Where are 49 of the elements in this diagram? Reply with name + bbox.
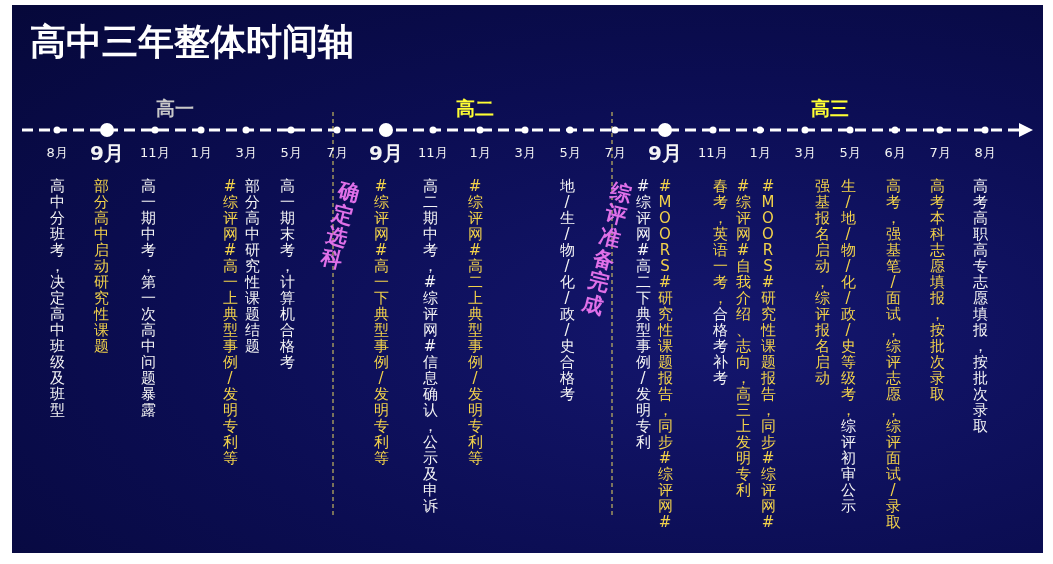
event-text: 地/生/物/化/政/史合格考 [559, 178, 575, 402]
event-text: 部分高中启动研究性课题 [93, 178, 109, 354]
event-text: 高一期末考，计算机合格考 [279, 178, 295, 370]
event-text: 强基报名启动，综评报名启动 [814, 178, 830, 386]
month-label: 8月 [974, 144, 996, 162]
month-label: 3月 [794, 144, 816, 162]
month-label: 5月 [559, 144, 581, 162]
event-text: 高考本科志愿填报，按批次录取 [929, 178, 945, 402]
milestone-text: 确定选科 [318, 178, 362, 274]
event-text: 部分高中研究性课题结题 [244, 178, 260, 354]
event-text: 综评初审公示 [840, 418, 856, 514]
event-text: 高考，强基笔/面试，综评志愿，综评面试/录取 [885, 178, 901, 530]
month-label: 8月 [46, 144, 68, 162]
event-text: 高一期中考，第一次高中问题暴露 [140, 178, 156, 418]
grade-label: 高一 [156, 96, 194, 121]
event-text: 高二期中考，#综评网#信息确认，公示及申诉 [422, 178, 438, 514]
month-label: 11月 [140, 144, 170, 162]
month-label: 11月 [418, 144, 448, 162]
month-label: 1月 [469, 144, 491, 162]
event-text: #综评网# 高二上典型事例/发明专利等 [467, 178, 483, 466]
grade-label: 高三 [811, 96, 849, 121]
month-label: 9月 [369, 140, 403, 167]
event-text: #综评网# 高二下典型事例/发明专利 [635, 178, 651, 450]
month-label: 3月 [235, 144, 257, 162]
event-text: 高中分班考，决定高中班级及班型 [49, 178, 65, 418]
month-label: 7月 [326, 144, 348, 162]
month-label: 6月 [884, 144, 906, 162]
month-label: 3月 [514, 144, 536, 162]
month-label: 1月 [190, 144, 212, 162]
month-label: 9月 [90, 140, 124, 167]
event-text: #综评网# 高一下典型事例/发明专利等 [373, 178, 389, 466]
event-text: #MOORS#研究性课题报告，同步#综评网# [657, 178, 673, 530]
month-label: 1月 [749, 144, 771, 162]
event-text: #综评网# 高一上典型事例/发明专利等 [222, 178, 238, 466]
title: 高中三年整体时间轴 [30, 20, 354, 64]
month-label: 11月 [698, 144, 728, 162]
event-text: #MOORS#研究性课题报告，同步#综评网# [760, 178, 776, 530]
event-text: 生/地/物/化/政/史等级考， [840, 178, 856, 418]
month-label: 5月 [839, 144, 861, 162]
event-text: 合格考补考 [712, 306, 728, 386]
grade-label: 高二 [456, 96, 494, 121]
event-text: 高考高职高专志愿填报，按批次录取 [972, 178, 988, 434]
milestone-text: 综评准备完成 [579, 179, 635, 319]
event-text: 春考，英语一考， [712, 178, 728, 306]
event-text: #综评网#自我介绍、志向，高三上发明专利 [735, 178, 751, 498]
month-label: 7月 [604, 144, 626, 162]
month-label: 9月 [648, 140, 682, 167]
month-label: 7月 [929, 144, 951, 162]
month-label: 5月 [280, 144, 302, 162]
